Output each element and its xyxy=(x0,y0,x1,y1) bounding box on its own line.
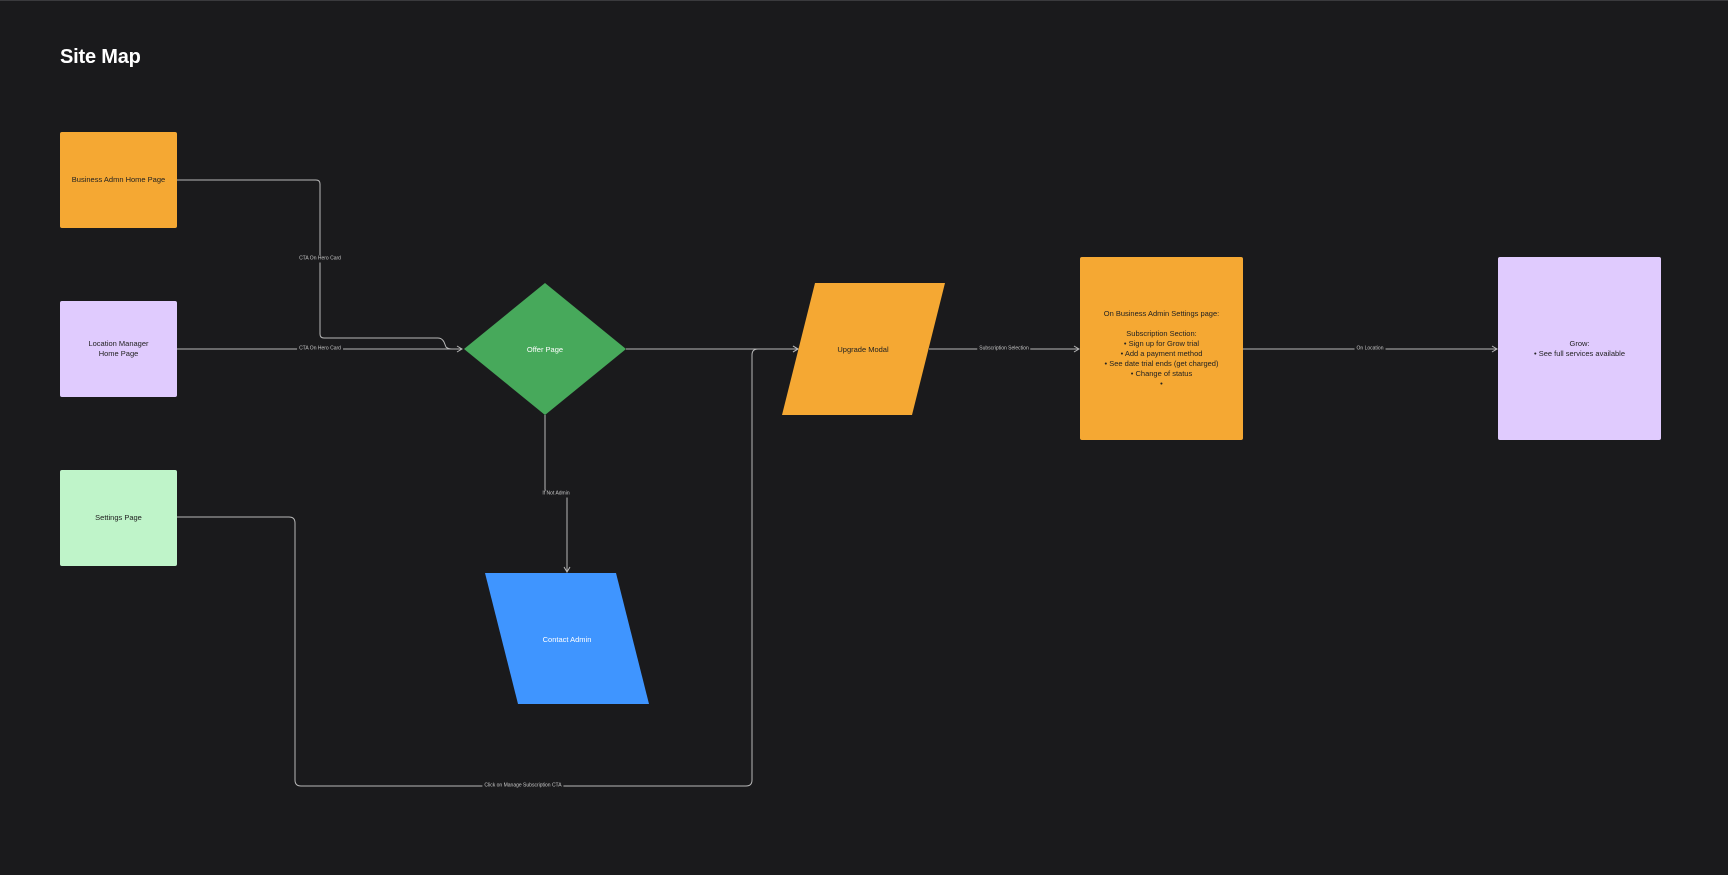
list-item: Change of status xyxy=(1104,369,1220,379)
list-item: See full services available xyxy=(1534,349,1625,359)
settings-details-node[interactable]: On Business Admin Settings page: Subscri… xyxy=(1080,257,1243,440)
edge-label-manage-subscription: Click on Manage Subscription CTA xyxy=(482,782,564,790)
list-item: Sign up for Grow trial xyxy=(1104,339,1220,349)
list-item: See date trial ends (get charged) xyxy=(1104,359,1220,369)
grow-heading: Grow: xyxy=(1569,338,1590,348)
edge-settings-page-to-upgrade xyxy=(177,345,799,787)
upgrade-modal-parallelogram[interactable] xyxy=(782,283,945,415)
edge-label-cta-hero-top: CTA On Hero Card xyxy=(297,255,343,263)
contact-admin-label: Contact Admin xyxy=(542,634,592,644)
offer-page-label: Offer Page xyxy=(526,344,564,354)
business-admin-home-node[interactable]: Business Admn Home Page xyxy=(60,132,177,228)
grow-list: See full services available xyxy=(1534,349,1625,359)
edge-label-if-not-admin: If Not Admin xyxy=(540,490,572,498)
location-manager-home-node[interactable]: Location Manager Home Page xyxy=(60,301,177,397)
settings-page-label: Settings Page xyxy=(95,513,142,522)
location-manager-label-line2: Home Page xyxy=(98,349,139,358)
edge-label-cta-hero-mid: CTA On Hero Card xyxy=(297,345,343,353)
edge-label-subscription-selection: Subscription Selection xyxy=(977,345,1031,353)
top-border xyxy=(0,0,1728,1)
grow-node[interactable]: Grow: See full services available xyxy=(1498,257,1661,440)
location-manager-label-line1: Location Manager xyxy=(88,339,149,348)
contact-admin-parallelogram[interactable] xyxy=(485,573,649,704)
page-title: Site Map xyxy=(60,46,141,68)
list-item: Add a payment method xyxy=(1104,349,1220,359)
business-admin-home-label: Business Admn Home Page xyxy=(71,175,166,184)
edge-business-admin-to-offer xyxy=(177,179,463,353)
upgrade-modal-label: Upgrade Modal xyxy=(837,344,889,354)
list-item xyxy=(1104,379,1220,389)
settings-page-node[interactable]: Settings Page xyxy=(60,470,177,566)
edge-label-on-location: On Location xyxy=(1354,345,1386,353)
offer-page-diamond[interactable] xyxy=(464,283,626,415)
settings-details-heading: On Business Admin Settings page: xyxy=(1103,308,1220,318)
settings-details-list: Sign up for Grow trial Add a payment met… xyxy=(1104,339,1220,389)
settings-details-subheading: Subscription Section: xyxy=(1126,328,1197,338)
